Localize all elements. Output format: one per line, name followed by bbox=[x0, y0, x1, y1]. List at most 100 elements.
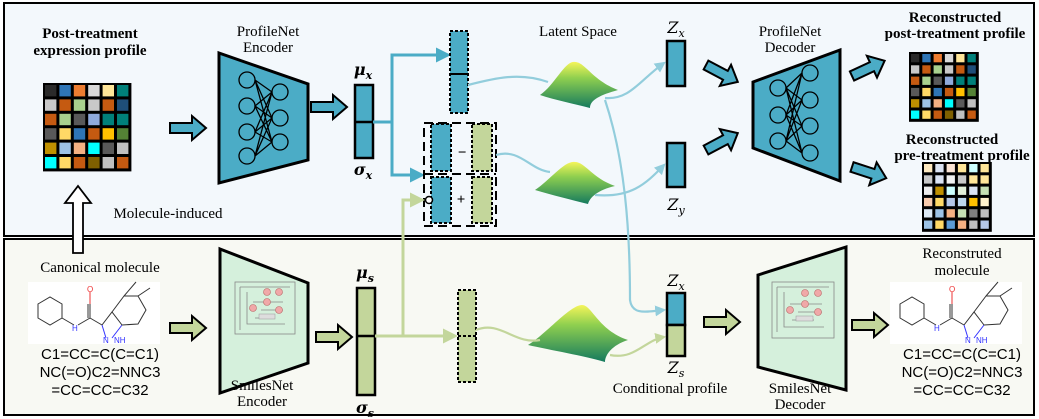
grid-cell bbox=[59, 157, 71, 169]
grid-cell bbox=[924, 197, 933, 207]
smilesnet-encoder-title: SmilesNet bbox=[231, 378, 294, 394]
canonical-molecule-title: Canonical molecule bbox=[40, 260, 160, 276]
grid-cell bbox=[935, 186, 944, 195]
grid-cell bbox=[117, 142, 129, 154]
input-title: Post-treatment bbox=[42, 26, 138, 42]
grid-cell bbox=[102, 128, 114, 140]
grid-cell bbox=[967, 76, 976, 85]
grid-cell bbox=[102, 157, 114, 169]
grid-cell bbox=[967, 99, 976, 108]
grid-cell bbox=[102, 85, 114, 97]
grid-cell bbox=[117, 85, 129, 97]
reconstructed-post-grid bbox=[909, 52, 979, 122]
decoder-title: ProfileNet bbox=[759, 24, 822, 40]
grid-cell bbox=[946, 209, 955, 218]
grid-cell bbox=[45, 128, 57, 140]
grid-cell bbox=[45, 157, 57, 169]
grid-cell bbox=[969, 220, 978, 229]
grid-cell bbox=[933, 54, 942, 63]
grid-cell bbox=[957, 186, 967, 195]
reconstructed-molecule-title-line2: molecule bbox=[935, 263, 990, 279]
molecule-induced-arrow-icon bbox=[63, 184, 93, 254]
grid-cell bbox=[924, 186, 933, 195]
grid-cell bbox=[946, 175, 955, 184]
grid-cell bbox=[969, 186, 978, 195]
grid-cell bbox=[933, 76, 942, 85]
grid-cell bbox=[102, 113, 114, 126]
grid-cell bbox=[946, 220, 955, 229]
grid-cell bbox=[924, 209, 933, 218]
reconstructed-post-title: Reconstructed bbox=[909, 10, 1002, 26]
grid-cell bbox=[967, 54, 976, 63]
connector bbox=[401, 192, 425, 336]
grid-cell bbox=[980, 186, 989, 195]
zy-label: Zy bbox=[666, 195, 685, 217]
latent-distribution-surface bbox=[540, 61, 618, 108]
grid-cell bbox=[967, 65, 976, 74]
plus-sign: + bbox=[457, 192, 466, 208]
grid-cell bbox=[935, 197, 944, 207]
grid-cell bbox=[969, 164, 978, 173]
grid-cell bbox=[969, 209, 978, 218]
reconstructed-pre-title: Reconstructed bbox=[906, 132, 999, 148]
grid-cell bbox=[956, 54, 965, 63]
reparameterization-box: − + bbox=[423, 122, 497, 227]
grid-cell bbox=[980, 197, 989, 207]
sigma-s-label: σs bbox=[356, 398, 374, 419]
oxygen-atom: O bbox=[949, 285, 955, 294]
reconstructed-post-title-line2: post-treatment profile bbox=[885, 26, 1026, 42]
grid-cell bbox=[944, 110, 954, 119]
grid-cell bbox=[980, 175, 989, 184]
grid-cell bbox=[117, 99, 129, 111]
grid-frame bbox=[922, 162, 992, 232]
grid-cell bbox=[956, 99, 965, 108]
grid-cell bbox=[957, 164, 967, 173]
grid-cell bbox=[957, 197, 967, 207]
grid-cell bbox=[980, 220, 989, 229]
sampled-s-vector bbox=[457, 289, 477, 383]
grid-cell bbox=[924, 220, 933, 229]
nitrogen-atom: N bbox=[103, 336, 109, 345]
grid-cell bbox=[59, 128, 71, 140]
grid-cell bbox=[956, 87, 965, 97]
grid-cell bbox=[911, 87, 920, 97]
profile-panel bbox=[3, 2, 1035, 237]
grid-cell bbox=[911, 99, 920, 108]
grid-cell bbox=[45, 99, 57, 111]
grid-cell bbox=[922, 65, 931, 74]
nh-atom: NH bbox=[976, 336, 988, 345]
grid-cell bbox=[933, 65, 942, 74]
grid-cell bbox=[911, 65, 920, 74]
reconstructed-pre-grid bbox=[922, 162, 992, 232]
grid-cell bbox=[88, 128, 100, 140]
conditional-profile-label: Conditional profile bbox=[613, 381, 728, 397]
zs-label: Zs bbox=[667, 358, 685, 380]
grid-cell bbox=[117, 128, 129, 140]
grid-cell bbox=[924, 164, 933, 173]
grid-cell bbox=[45, 142, 57, 154]
grid-frame bbox=[43, 83, 132, 172]
input-title-line2: expression profile bbox=[33, 43, 147, 59]
grid-cell bbox=[944, 99, 954, 108]
grid-cell bbox=[911, 76, 920, 85]
grid-cell bbox=[59, 113, 71, 126]
latent-distribution-surface bbox=[528, 305, 628, 362]
grid-cell bbox=[935, 164, 944, 173]
grid-cell bbox=[946, 197, 955, 207]
grid-cell bbox=[59, 142, 71, 154]
grid-cell bbox=[88, 113, 100, 126]
grid-cell bbox=[88, 85, 100, 97]
grid-cell bbox=[922, 87, 931, 97]
grid-cell bbox=[944, 54, 954, 63]
grid-cell bbox=[73, 99, 86, 111]
grid-cell bbox=[88, 157, 100, 169]
grid-cell bbox=[946, 186, 955, 195]
mu-s-label: μs bbox=[356, 263, 374, 285]
connector bbox=[390, 122, 425, 183]
grid-cell bbox=[922, 110, 931, 119]
grid-cell bbox=[944, 76, 954, 85]
grid-cell bbox=[933, 87, 942, 97]
grid-cell bbox=[911, 54, 920, 63]
grid-cell bbox=[944, 87, 954, 97]
